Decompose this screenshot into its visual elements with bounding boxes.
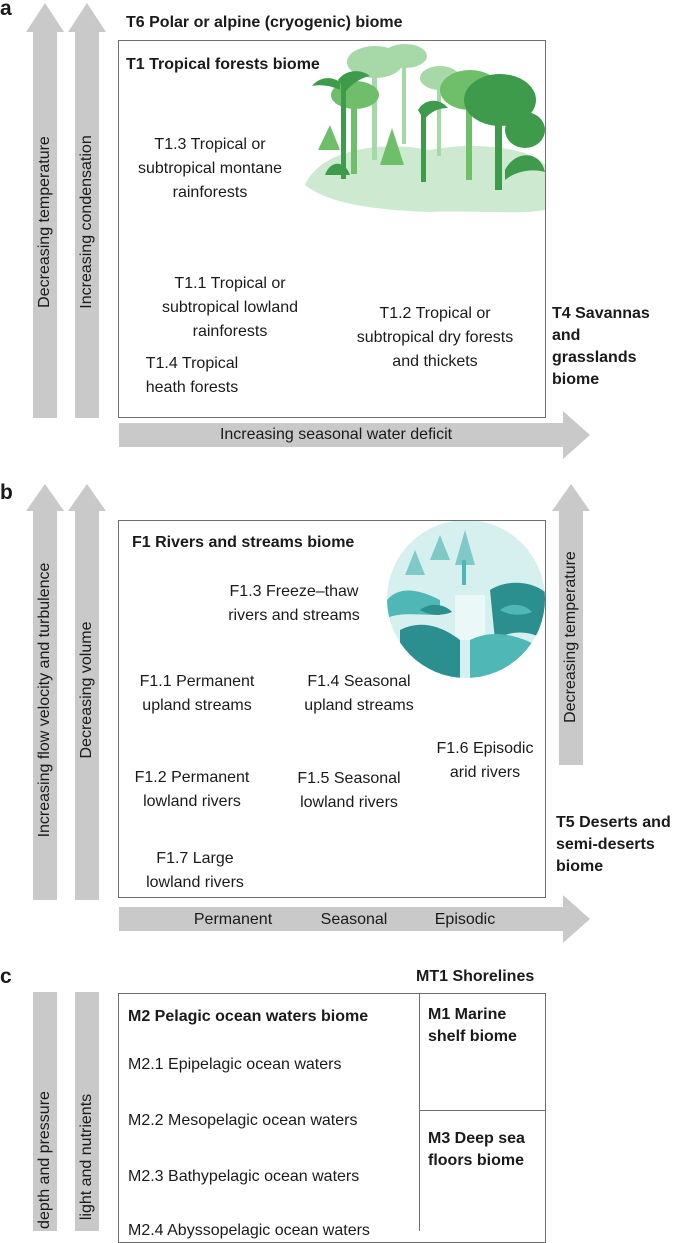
panel-c-letter: c	[0, 965, 12, 988]
m2-2-label: M2.2 Mesopelagic ocean waters	[128, 1112, 358, 1129]
panel-b-letter: b	[0, 481, 13, 504]
arrow-label-flow-velocity: Increasing flow velocity and turbulence	[36, 562, 53, 838]
arrow-label-seasonal-water-deficit: Increasing seasonal water deficit	[219, 426, 453, 443]
arrow-label-increasing-condensation: Increasing condensation	[78, 135, 95, 309]
m2-4-label: M2.4 Abyssopelagic ocean waters	[128, 1222, 370, 1239]
arrow-flow-velocity	[26, 484, 64, 900]
t1-biome-title: T1 Tropical forests biome	[126, 56, 320, 73]
arrow-decreasing-temperature-b	[552, 484, 590, 765]
arrow-label-decreasing-volume: Decreasing volume	[78, 621, 95, 759]
arrow-label-episodic: Episodic	[434, 911, 496, 928]
arrow-label-permanent: Permanent	[193, 911, 273, 928]
m3-deep-sea-label: M3 Deep sea floors biome	[428, 1130, 525, 1169]
arrow-depth-pressure	[33, 992, 57, 1231]
f1-4-label: F1.4 Seasonal upland streams	[304, 673, 414, 714]
m2-3-label: M2.3 Bathypelagic ocean waters	[128, 1168, 360, 1185]
t1-tropical-forests-box	[118, 40, 546, 418]
river-waterfall-illustration	[387, 520, 545, 678]
t4-savannas-label: T4 Savannas and grasslands biome	[552, 305, 650, 388]
f1-3-label: F1.3 Freeze–thaw rivers and streams	[228, 583, 360, 624]
f1-biome-title: F1 Rivers and streams biome	[132, 534, 355, 551]
arrow-label-depth-pressure: depth and pressure	[36, 1091, 53, 1229]
t1-2-label: T1.2 Tropical or subtropical dry forests…	[356, 305, 514, 370]
m1-divider-vertical	[419, 993, 421, 1231]
t1-1-label: T1.1 Tropical or subtropical lowland rai…	[161, 275, 299, 340]
arrow-seasonal-water-deficit	[119, 411, 590, 459]
arrow-increasing-condensation	[68, 3, 106, 418]
arrow-label-decreasing-temperature-b: Decreasing temperature	[562, 551, 579, 723]
arrow-label-light-nutrients: light and nutrients	[78, 1093, 95, 1221]
mt1-shorelines-label: MT1 Shorelines	[416, 968, 535, 985]
m2-1-label: M2.1 Epipelagic ocean waters	[128, 1056, 342, 1073]
f1-6-label: F1.6 Episodic arid rivers	[436, 740, 534, 781]
arrow-label-seasonal: Seasonal	[320, 911, 388, 928]
arrow-decreasing-temperature-a	[26, 3, 64, 418]
m1-m3-divider	[419, 1110, 546, 1112]
t5-deserts-label: T5 Deserts and semi-deserts biome	[556, 814, 671, 875]
f1-1-label: F1.1 Permanent upland streams	[139, 673, 255, 714]
arrow-permanence	[119, 895, 590, 943]
t1-3-label: T1.3 Tropical or subtropical montane rai…	[137, 136, 283, 201]
panel-a-letter: a	[0, 0, 12, 20]
m1-marine-shelf-label: M1 Marine shelf biome	[428, 1006, 517, 1045]
arrow-label-decreasing-temperature-a: Decreasing temperature	[36, 136, 53, 308]
m2-biome-title: M2 Pelagic ocean waters biome	[128, 1008, 369, 1025]
f1-5-label: F1.5 Seasonal lowland rivers	[297, 770, 401, 811]
f1-rivers-streams-box	[118, 520, 546, 898]
arrow-light-nutrients	[75, 992, 99, 1231]
tropical-forest-illustration	[305, 44, 545, 213]
arrow-decreasing-volume	[68, 484, 106, 900]
t6-polar-biome-label: T6 Polar or alpine (cryogenic) biome	[126, 14, 403, 31]
f1-7-label: F1.7 Large lowland rivers	[146, 850, 244, 891]
f1-2-label: F1.2 Permanent lowland rivers	[134, 769, 250, 810]
t1-4-label: T1.4 Tropical heath forests	[145, 355, 239, 396]
